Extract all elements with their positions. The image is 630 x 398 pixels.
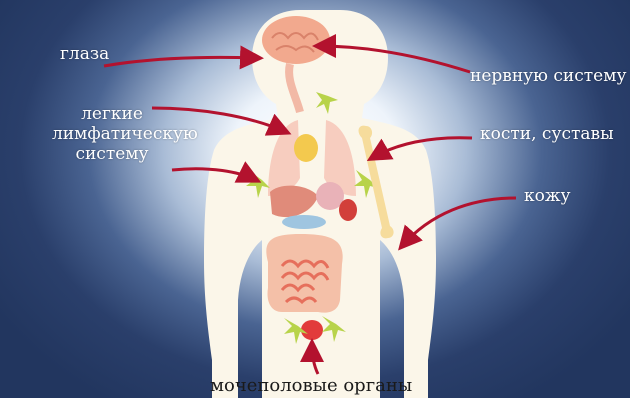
label-bones-joints: кости, суставы <box>480 124 614 144</box>
label-lymphatic: лимфатическую <box>52 124 172 144</box>
kidney <box>339 199 357 221</box>
label-lungs-lymph: легкие лимфатическую систему <box>52 104 172 164</box>
label-nervous-system: нервную систему <box>470 66 626 86</box>
label-genitourinary: мочеполовые органы <box>210 376 412 396</box>
label-eyes: глаза <box>60 44 109 64</box>
label-system: систему <box>52 144 172 164</box>
bladder <box>301 320 323 340</box>
label-skin: кожу <box>524 186 571 206</box>
arrow-eyes <box>104 57 258 66</box>
heart <box>294 134 318 162</box>
brain <box>262 16 330 64</box>
pancreas <box>282 215 326 229</box>
label-lungs: легкие <box>52 104 172 124</box>
